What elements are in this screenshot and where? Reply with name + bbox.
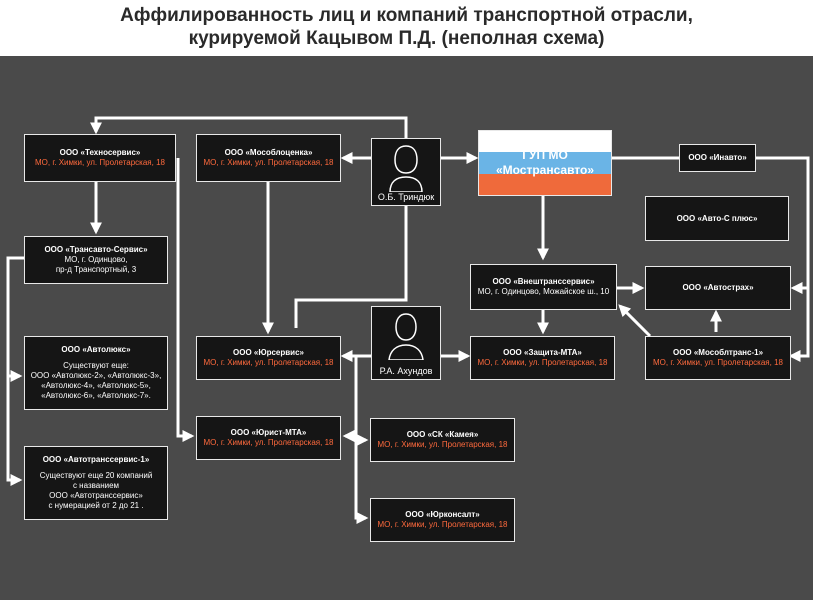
flag-white-stripe	[479, 131, 611, 153]
node-inavto: ООО «Инавто»	[679, 144, 756, 172]
gup-label: ГУП МО «Мострансавто»	[479, 131, 611, 195]
node-note-line3: «Автолюкс-4», «Автолюкс-5»,	[41, 381, 151, 390]
flag-red-stripe	[479, 173, 611, 195]
diagram-title-line2: курируемой Кацывом П.Д. (неполная схема)	[188, 28, 605, 49]
node-mosoblotsenka: ООО «Мособлоценка» МО, г. Химки, ул. Про…	[196, 134, 341, 182]
flag-blue-stripe	[479, 152, 611, 174]
node-name: ООО «Авто-С плюс»	[676, 213, 758, 223]
person-silhouette-icon	[388, 313, 424, 360]
node-address: МО, г. Химки, ул. Пролетарская, 18	[377, 520, 508, 529]
node-name: ООО «Автолюкс»	[61, 345, 131, 354]
node-address-line1: МО, г. Одинцово,	[64, 255, 128, 264]
node-note-line1: Существуют еще 20 компаний	[39, 471, 153, 480]
node-zashchita-mta: ООО «Защита-МТА» МО, г. Химки, ул. Проле…	[470, 336, 615, 380]
person-name: О.Б. Триндюк	[377, 192, 435, 202]
node-name: ООО «СК «Камея»	[406, 430, 479, 439]
node-name: ООО «Мособлтранс-1»	[672, 348, 764, 357]
person-name: Р.А. Ахундов	[379, 366, 433, 376]
node-address: МО, г. Химки, ул. Пролетарская, 18	[377, 440, 508, 449]
node-gup-mostransavto: ГУП МО «Мострансавто»	[478, 130, 612, 196]
node-address: МО, г. Химки, ул. Пролетарская, 18	[203, 438, 334, 447]
node-avto-s-plus: ООО «Авто-С плюс»	[645, 196, 789, 241]
node-address: МО, г. Химки, ул. Пролетарская, 18	[477, 358, 608, 367]
node-note-line1: Существуют еще:	[63, 361, 129, 370]
node-yurkonsalt: ООО «Юрконсалт» МО, г. Химки, ул. Пролет…	[370, 498, 515, 542]
person-silhouette-icon	[389, 145, 423, 192]
node-note-line3: ООО «Автотранссервис»	[49, 491, 143, 500]
node-note-line4: «Автолюкс-6», «Автолюкс-7».	[41, 391, 151, 400]
node-note-line4: с нумерацией от 2 до 21 .	[48, 501, 144, 510]
node-note-line2: ООО «Автолюкс-2», «Автолюкс-3»,	[30, 371, 162, 380]
node-name: ООО «Трансавто-Сервис»	[44, 245, 148, 254]
gup-line1: ГУП МО	[522, 148, 568, 162]
node-avtotransservis-1: ООО «Автотранссервис-1» Существуют еще 2…	[24, 446, 168, 520]
node-address: МО, г. Химки, ул. Пролетарская, 18	[653, 358, 783, 367]
node-name: ООО «Юрсервис»	[233, 348, 304, 357]
node-sk-kameya: ООО «СК «Камея» МО, г. Химки, ул. Пролет…	[370, 418, 515, 462]
node-name: ООО «Защита-МТА»	[503, 348, 582, 357]
node-avtolyuks: ООО «Автолюкс» Существуют еще: ООО «Авто…	[24, 336, 168, 410]
node-note-line2: с названием	[72, 481, 120, 490]
node-yurist-mta: ООО «Юрист-МТА» МО, г. Химки, ул. Пролет…	[196, 416, 341, 460]
node-name: ООО «Автострах»	[682, 283, 754, 292]
node-mosobltrans-1: ООО «Мособлтранс-1» МО, г. Химки, ул. Пр…	[645, 336, 791, 380]
gup-line2: «Мострансавто»	[495, 163, 595, 177]
node-tekhnoservis: ООО «Техносервис» МО, г. Химки, ул. Прол…	[24, 134, 176, 182]
node-address: МО, г. Химки, ул. Пролетарская, 18	[203, 158, 334, 167]
node-avtostrakh: ООО «Автострах»	[645, 266, 791, 310]
node-address: МО, г. Химки, ул. Пролетарская, 18	[35, 158, 165, 167]
node-vneshtransservis: ООО «Внештранссервис» МО, г. Одинцово, М…	[470, 264, 617, 310]
node-name: ООО «Автотранссервис-1»	[42, 455, 150, 464]
node-address: МО, г. Одинцово, Можайское ш., 10	[477, 287, 610, 296]
node-trindyuk: О.Б. Триндюк	[371, 138, 441, 206]
node-name: ООО «Инавто»	[688, 153, 747, 162]
node-name: ООО «Мособлоценка»	[224, 148, 313, 157]
node-address-line2: пр-д Транспортный, 3	[55, 265, 137, 274]
node-akhundov: Р.А. Ахундов	[371, 306, 441, 380]
node-name: ООО «Внештранссервис»	[492, 277, 595, 286]
node-yurservis: ООО «Юрсервис» МО, г. Химки, ул. Пролета…	[196, 336, 341, 380]
node-name: ООО «Юрконсалт»	[405, 510, 480, 519]
diagram-title-line1: Аффилированность лиц и компаний транспор…	[120, 5, 693, 26]
node-address: МО, г. Химки, ул. Пролетарская, 18	[203, 358, 334, 367]
node-transavto-servis: ООО «Трансавто-Сервис» МО, г. Одинцово, …	[24, 236, 168, 284]
node-name: ООО «Техносервис»	[59, 148, 141, 157]
node-name: ООО «Юрист-МТА»	[230, 428, 307, 437]
